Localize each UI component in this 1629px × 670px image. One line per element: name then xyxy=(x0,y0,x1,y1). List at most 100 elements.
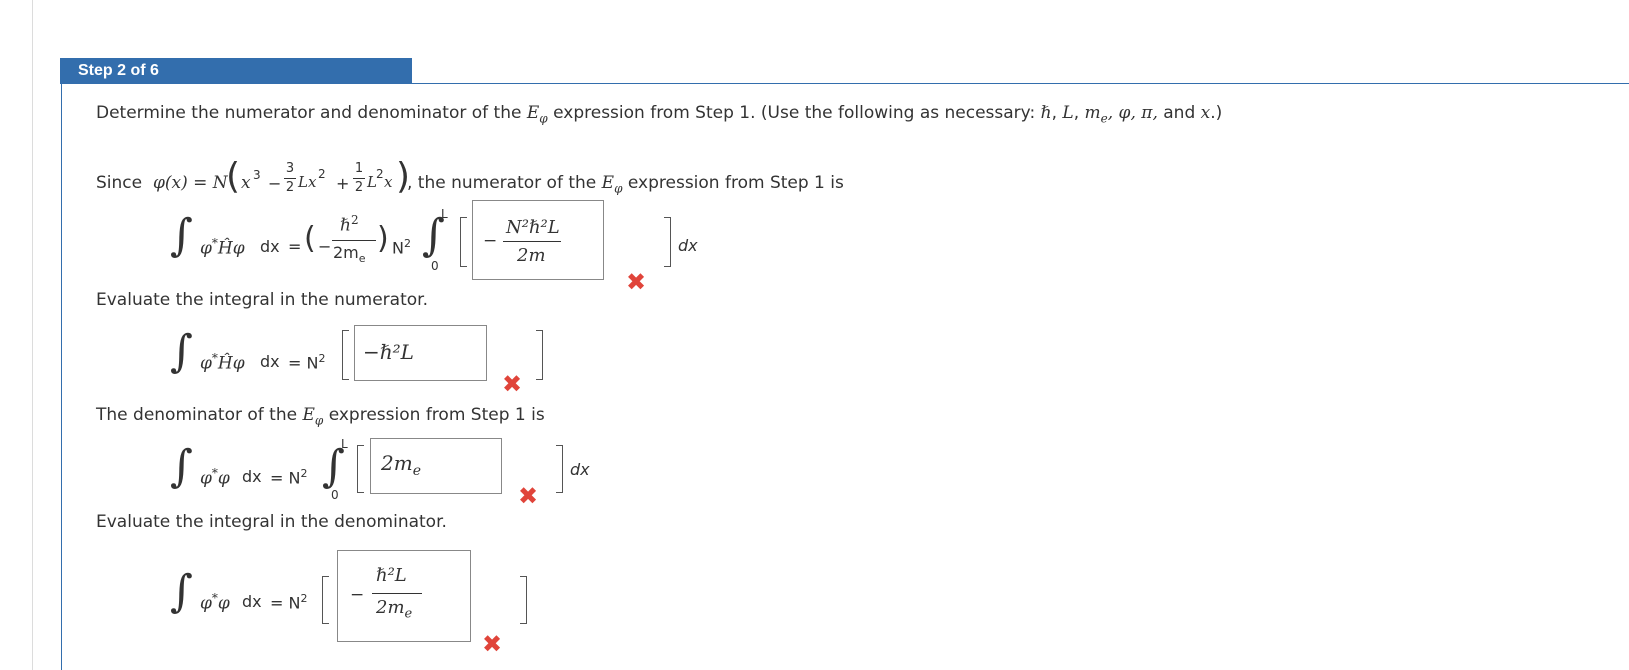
eq1-upper-limit: L xyxy=(441,207,448,221)
eq4-equals-N: = N2 xyxy=(270,592,308,613)
var-and: and xyxy=(1163,103,1201,123)
eq1-open-paren: ( xyxy=(304,221,316,256)
eq2-phi-star: φ*Ĥφ xyxy=(200,351,245,374)
frac1-den: 2 xyxy=(285,180,295,195)
Lx2-base: Lx xyxy=(298,173,317,191)
since-e-symbol: E xyxy=(601,173,615,193)
denominator-text: The denominator of the Eφ expression fro… xyxy=(96,405,545,427)
frac2-num: 1 xyxy=(354,161,364,176)
step-left-rule xyxy=(61,84,62,670)
since-e-sub: φ xyxy=(614,181,623,196)
since-plus: + xyxy=(336,174,350,193)
since-after-text: , the numerator of the xyxy=(407,173,602,193)
instructions-before: Determine the numerator and denominator … xyxy=(96,103,527,123)
L2x-x: x xyxy=(384,173,393,191)
eq1-dx-after: dx xyxy=(678,236,698,255)
eq1-right-bracket xyxy=(664,217,671,267)
eq4-phi-star: φ*φ xyxy=(200,591,230,614)
evaluate-numerator-text: Evaluate the integral in the numerator. xyxy=(96,290,428,310)
eq1-definite-integral-sign: ∫ xyxy=(422,210,445,261)
x-mark-icon: ✖ xyxy=(482,630,503,658)
eq1-answer-bar xyxy=(503,241,561,242)
var-L: L xyxy=(1062,103,1074,123)
denominator-before: The denominator of the xyxy=(96,405,303,425)
denominator-e-sub: φ xyxy=(314,413,324,428)
frac1-bar xyxy=(284,178,296,179)
var-m-sub: e xyxy=(1100,111,1108,126)
eq3-answer-box[interactable]: 2me xyxy=(370,438,502,494)
eq3-equals-N: = N2 xyxy=(270,467,308,488)
eq4-answer-minus: − xyxy=(350,585,365,605)
var-rest: , φ, π, xyxy=(1107,103,1164,123)
since-label: Since xyxy=(96,173,143,193)
eq1-answer-box[interactable]: − N²ℏ²L 2m xyxy=(472,200,604,280)
instructions-end: .) xyxy=(1210,103,1223,123)
eq1-close-paren: ) xyxy=(377,221,389,256)
eq3-phi-star: φ*φ xyxy=(200,466,230,489)
eq4-integral-sign: ∫ xyxy=(170,566,193,617)
eq3-upper-limit: L xyxy=(341,437,348,451)
eq4-answer-box[interactable]: − ℏ²L 2me xyxy=(337,550,471,642)
close-paren: ) xyxy=(396,156,411,197)
eq2-answer-box[interactable]: −ℏ²L xyxy=(354,325,487,381)
frac2-bar xyxy=(353,178,365,179)
phi-of-x: φ(x) = N xyxy=(153,173,228,193)
denominator-e-symbol: E xyxy=(302,405,315,425)
eq1-dx: dx xyxy=(260,237,280,256)
frac1-num: 3 xyxy=(285,161,295,176)
eq3-dx-after: dx xyxy=(570,460,590,479)
eq1-answer-minus: − xyxy=(483,231,498,251)
eq3-left-bracket xyxy=(357,445,364,493)
eq2-right-bracket xyxy=(536,330,543,380)
e-symbol: E xyxy=(526,103,540,123)
eq1-equals: = xyxy=(288,237,302,256)
eq3-definite-integral-sign: ∫ xyxy=(322,441,345,492)
eq4-answer-numerator: ℏ²L xyxy=(376,565,407,586)
eq3-lower-limit: 0 xyxy=(331,488,339,502)
eq4-answer-denominator: 2me xyxy=(376,597,413,622)
eq1-denominator: 2me xyxy=(333,243,366,266)
x-mark-icon: ✖ xyxy=(518,482,539,510)
instructions: Determine the numerator and denominator … xyxy=(96,103,1223,126)
eq4-answer-bar xyxy=(372,593,422,594)
since-minus: − xyxy=(268,174,282,193)
eq1-N2: N2 xyxy=(392,237,411,258)
L2x-exponent: 2 xyxy=(376,167,384,181)
frac2-den: 2 xyxy=(354,180,364,195)
since-after: , the numerator of the Eφ expression fro… xyxy=(407,173,844,195)
eq2-integral-sign: ∫ xyxy=(170,326,193,377)
evaluate-denominator-text: Evaluate the integral in the denominator… xyxy=(96,512,447,532)
Lx2-exponent: 2 xyxy=(318,167,326,181)
eq3-right-bracket xyxy=(556,445,563,493)
step-header: Step 2 of 6 xyxy=(60,58,412,84)
eq1-phi-star: φ*Ĥφ xyxy=(200,236,245,259)
eq3-integral-sign: ∫ xyxy=(170,441,193,492)
eq1-answer-denominator: 2m xyxy=(517,245,546,266)
x3-base: x xyxy=(241,173,251,193)
var-x: x xyxy=(1200,103,1211,123)
x-mark-icon: ✖ xyxy=(502,370,523,398)
var-hbar: ℏ xyxy=(1040,103,1052,123)
step-header-rule xyxy=(412,83,1629,84)
eq4-dx: dx xyxy=(242,592,262,611)
eq2-answer-text: −ℏ²L xyxy=(363,340,414,364)
eq1-lower-limit: 0 xyxy=(431,259,439,273)
eq2-equals-N: = N2 xyxy=(288,352,326,373)
denominator-after: expression from Step 1 is xyxy=(323,405,545,425)
page-left-rule xyxy=(32,0,33,670)
eq1-minus: − xyxy=(318,237,332,256)
eq1-frac-bar xyxy=(332,240,376,241)
e-subscript: φ xyxy=(539,111,548,126)
eq1-hbar2: ℏ2 xyxy=(340,213,359,236)
var-m: m xyxy=(1084,103,1101,123)
eq4-right-bracket xyxy=(520,576,527,624)
since-tail: expression from Step 1 is xyxy=(622,173,844,193)
L2x-base: L xyxy=(367,173,377,191)
open-paren: ( xyxy=(226,156,241,197)
instructions-middle: expression from Step 1. (Use the followi… xyxy=(547,103,1041,123)
eq3-dx: dx xyxy=(242,467,262,486)
x3-exponent: 3 xyxy=(253,168,261,182)
eq2-left-bracket xyxy=(342,330,349,380)
eq2-dx: dx xyxy=(260,352,280,371)
eq1-answer-numerator: N²ℏ²L xyxy=(506,217,560,238)
